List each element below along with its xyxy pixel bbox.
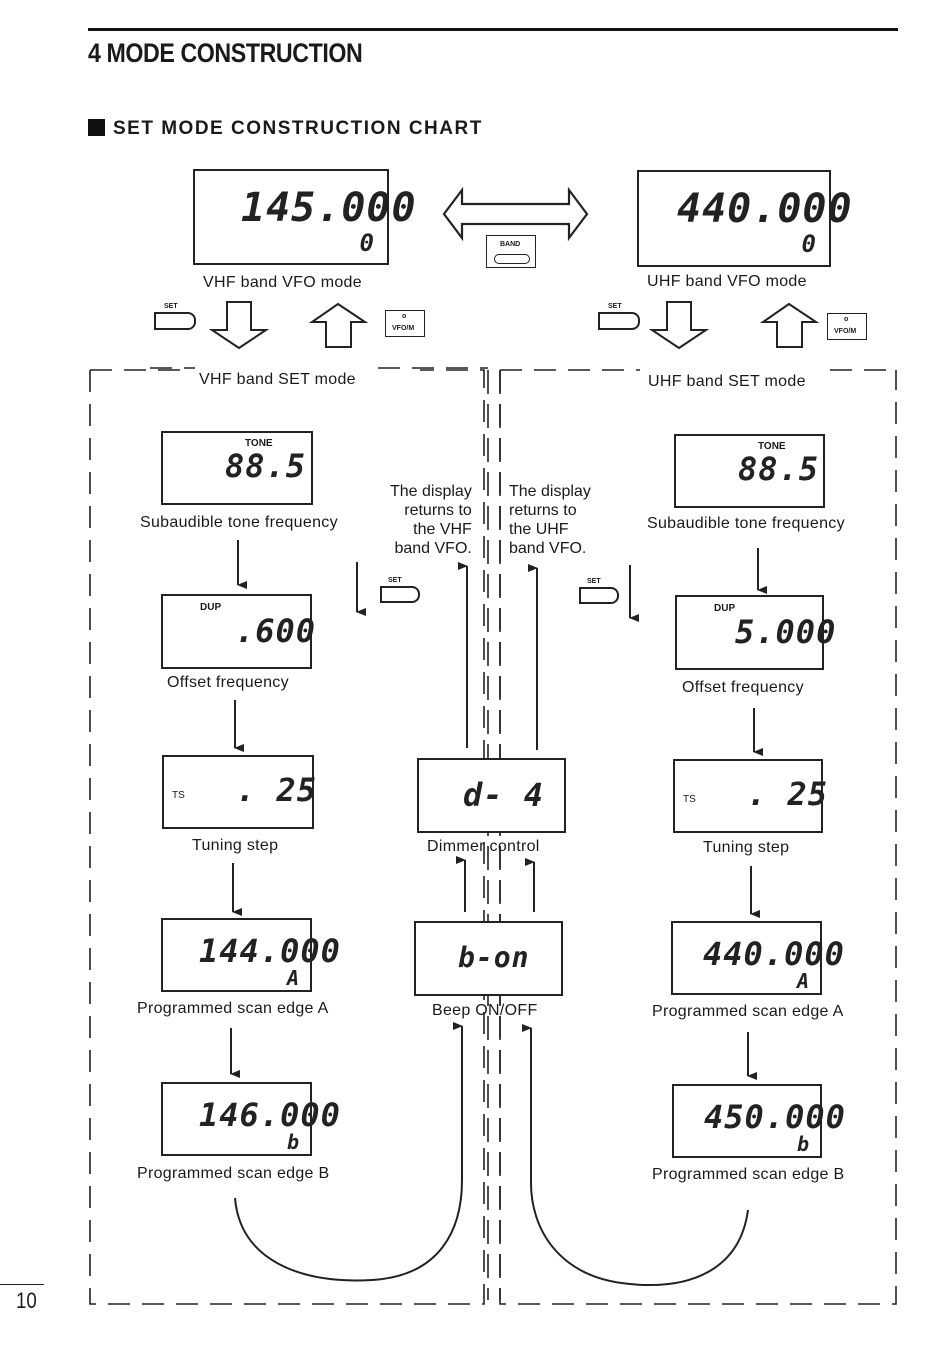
uhf-tone-label: Subaudible tone frequency — [647, 515, 845, 532]
vhf-set-title: VHF band SET mode — [199, 371, 356, 388]
uhf-edge-a-value: 440.000 — [703, 935, 845, 973]
uhf-vfo-frequency: 440.000 — [677, 186, 853, 232]
vhf-offset-display: DUP .600 — [161, 594, 315, 669]
vfo-dot: o — [844, 316, 849, 323]
vhf-up-hollow-arrow — [308, 302, 369, 348]
vhf-loop-curve — [234, 1022, 463, 1282]
dimmer-value: d- 4 — [463, 776, 545, 814]
vhf-vfo-display: 145.000 0 — [193, 169, 416, 265]
vhf-edge-a-marker: A — [286, 966, 300, 990]
uhf-edge-a-display: 440.000 A — [671, 921, 844, 995]
band-key-label: BAND — [500, 241, 521, 248]
bullet-square-icon — [88, 119, 105, 136]
vhf-offset-value: .600 — [235, 612, 317, 650]
vhf-step-value: . 25 — [236, 771, 318, 809]
dup-indicator: DUP — [714, 603, 736, 614]
uhf-vfo-display: 440.000 0 — [637, 170, 852, 267]
uhf-edge-a-marker: A — [796, 969, 810, 993]
uhf-edge-b-marker: b — [796, 1132, 810, 1156]
vhf-tone-display: TONE 88.5 — [161, 431, 313, 505]
uhf-step-value: . 25 — [747, 775, 829, 813]
header-rule — [88, 28, 898, 31]
vfo-dot: o — [402, 313, 407, 320]
uhf-step-display: TS . 25 — [673, 759, 827, 833]
section-title: 4 MODE CONSTRUCTION — [88, 38, 363, 68]
tone-indicator: TONE — [758, 441, 786, 452]
vfo-m-label: VFO/M — [392, 325, 415, 332]
uhf-edge-b-value: 450.000 — [704, 1098, 846, 1136]
uhf-set-frame — [499, 370, 897, 1305]
band-key-icon: BAND — [486, 235, 536, 268]
beep-label: Beep ON/OFF — [432, 1002, 538, 1019]
beep-display: b-on — [414, 921, 563, 996]
vhf-edge-b-marker: b — [286, 1130, 300, 1154]
chart-title: SET MODE CONSTRUCTION CHART — [88, 118, 483, 140]
vhf-vfo-frequency: 145.000 — [241, 185, 417, 231]
vhf-tone-value: 88.5 — [225, 447, 307, 485]
uhf-vfo-label: UHF band VFO mode — [647, 273, 807, 290]
uhf-step-label: Tuning step — [703, 839, 790, 856]
uhf-edge-a-label: Programmed scan edge A — [652, 1003, 844, 1020]
ts-indicator: TS — [172, 790, 185, 801]
uhf-tone-display: TONE 88.5 — [674, 434, 825, 508]
vhf-edge-b-display: 146.000 b — [161, 1082, 340, 1156]
page-number-rule — [0, 1284, 44, 1285]
tone-indicator: TONE — [245, 438, 273, 449]
vhf-vfo-m-key-icon: o VFO/M — [385, 310, 425, 337]
uhf-vfo-channel: 0 — [801, 230, 817, 258]
uhf-offset-label: Offset frequency — [682, 679, 804, 696]
set-key-label: SET — [388, 577, 402, 584]
vhf-edge-b-label: Programmed scan edge B — [137, 1165, 330, 1182]
uhf-tone-value: 88.5 — [738, 450, 820, 488]
dimmer-display: d- 4 — [417, 758, 566, 833]
chart-title-text: SET MODE CONSTRUCTION CHART — [113, 118, 483, 139]
vhf-edge-a-display: 144.000 A — [161, 918, 340, 992]
uhf-offset-value: 5.000 — [735, 613, 837, 651]
uhf-edge-b-label: Programmed scan edge B — [652, 1166, 845, 1183]
vhf-edge-b-value: 146.000 — [199, 1096, 341, 1134]
vhf-step-display: TS . 25 — [162, 755, 318, 829]
vhf-tone-label: Subaudible tone frequency — [140, 514, 338, 531]
set-key-label: SET — [608, 303, 622, 310]
vfo-m-label: VFO/M — [834, 328, 857, 335]
vhf-step-label: Tuning step — [192, 837, 279, 854]
uhf-set-title: UHF band SET mode — [648, 373, 806, 390]
dimmer-label: Dimmer control — [427, 838, 540, 855]
vhf-edge-a-label: Programmed scan edge A — [137, 1000, 329, 1017]
set-key-label: SET — [587, 578, 601, 585]
beep-value: b-on — [458, 941, 530, 974]
uhf-loop-curve — [522, 1024, 749, 1286]
vhf-edge-a-value: 144.000 — [199, 932, 341, 970]
vhf-vfo-label: VHF band VFO mode — [203, 274, 362, 291]
vhf-set-frame — [89, 369, 485, 1305]
uhf-return-note: The display returns to the UHF band VFO. — [509, 483, 591, 557]
uhf-offset-display: DUP 5.000 — [675, 595, 835, 670]
dup-indicator: DUP — [200, 602, 222, 613]
vhf-vfo-channel: 0 — [359, 229, 375, 257]
uhf-vfo-m-key-icon: o VFO/M — [827, 313, 867, 340]
set-key-label: SET — [164, 303, 178, 310]
vhf-return-note: The display returns to the VHF band VFO. — [390, 483, 472, 557]
uhf-down-hollow-arrow — [648, 301, 710, 350]
page-number: 10 — [16, 1288, 37, 1313]
ts-indicator: TS — [683, 794, 696, 805]
uhf-edge-b-display: 450.000 b — [672, 1084, 845, 1158]
uhf-up-hollow-arrow — [759, 302, 820, 348]
band-double-arrow — [442, 186, 589, 242]
vhf-down-hollow-arrow — [208, 301, 270, 350]
vhf-offset-label: Offset frequency — [167, 674, 289, 691]
